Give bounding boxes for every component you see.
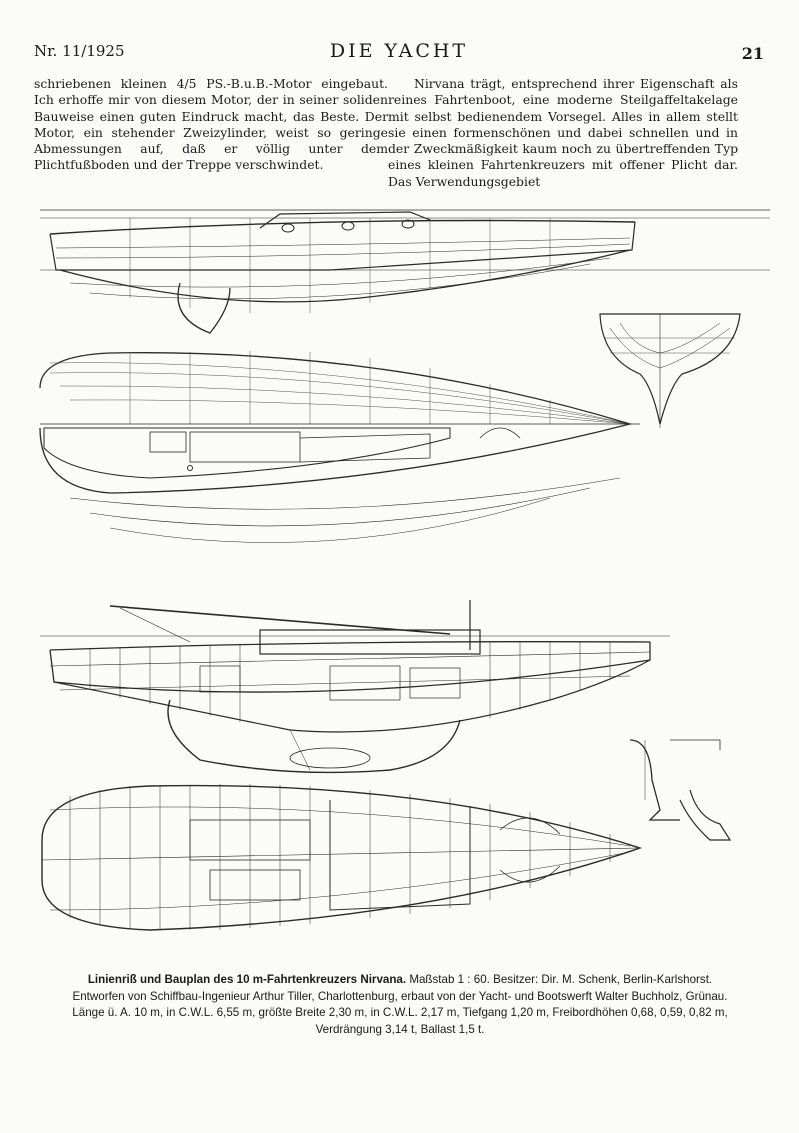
caption-line-4: Verdrängung 3,14 t, Ballast 1,5 t.: [315, 1022, 485, 1036]
body-plan-view: [599, 313, 741, 428]
left-text-column: schriebenen kleinen 4/5 PS.-B.u.B.-Motor…: [34, 76, 388, 174]
construction-section: [629, 739, 732, 841]
magazine-title: DIE YACHT: [329, 40, 469, 62]
caption-scale-owner: Maßstab 1 : 60. Besitzer: Dir. M. Schenk…: [406, 973, 713, 986]
caption-line-1: Linienriß und Bauplan des 10 m-Fahrtenkr…: [40, 972, 760, 989]
right-text-column: Nirvana trägt, entsprechend ihrer Eigens…: [388, 76, 738, 190]
page-number: 21: [741, 44, 764, 63]
lines-plan-drawing: [30, 188, 775, 588]
caption-title: Linienriß und Bauplan des 10 m-Fahrtenkr…: [87, 973, 407, 986]
plan-view: [39, 351, 640, 543]
construction-profile: [40, 600, 670, 774]
construction-plan-drawing: [30, 590, 775, 960]
figure-caption: Linienriß und Bauplan des 10 m-Fahrtenkr…: [40, 972, 760, 1038]
caption-line-2: Entworfen von Schiffbau-Ingenieur Arthur…: [72, 989, 728, 1003]
left-paragraph: schriebenen kleinen 4/5 PS.-B.u.B.-Motor…: [34, 76, 388, 173]
right-paragraph: Nirvana trägt, entsprechend ihrer Eigens…: [388, 76, 738, 189]
page-header: Nr. 11/1925 DIE YACHT 21: [34, 40, 764, 66]
profile-view: [40, 209, 770, 334]
issue-number: Nr. 11/1925: [34, 42, 125, 60]
deck-plan: [41, 784, 643, 931]
caption-line-3: Länge ü. A. 10 m, in C.W.L. 6,55 m, größ…: [72, 1006, 728, 1020]
